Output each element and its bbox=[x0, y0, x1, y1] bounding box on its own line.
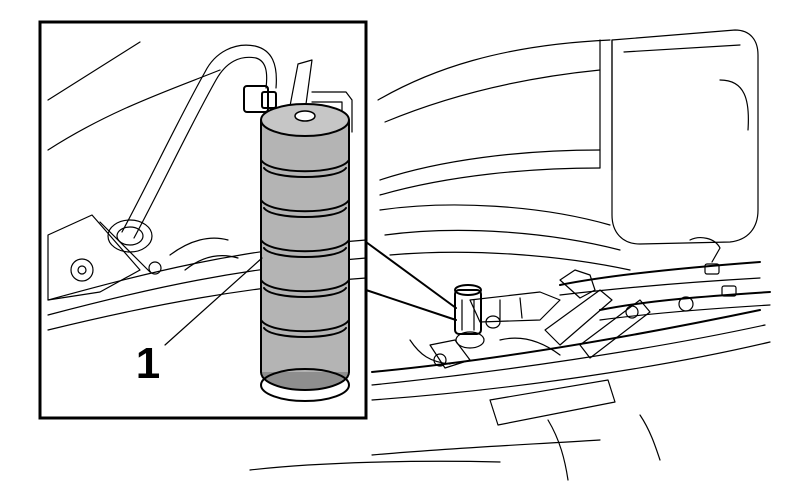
callout-number-1: 1 bbox=[136, 339, 160, 388]
detail-leader bbox=[365, 241, 457, 321]
callout-leader-line bbox=[164, 257, 263, 346]
detail-inset: 1 bbox=[38, 20, 368, 420]
receiver-dryer bbox=[260, 103, 350, 402]
engine-bay-background bbox=[249, 29, 771, 481]
detail-frame bbox=[38, 20, 368, 420]
